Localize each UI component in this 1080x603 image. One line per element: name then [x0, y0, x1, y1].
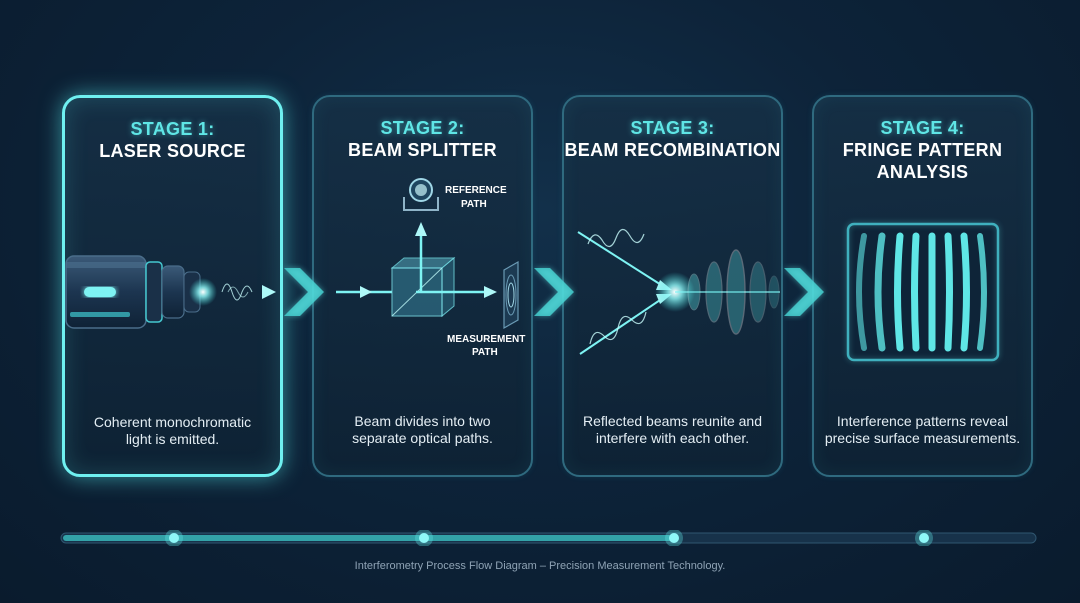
chevron-right-icon	[784, 268, 824, 316]
stage-name: BEAM RECOMBINATION	[564, 140, 781, 160]
measurement-path-label: PATH	[472, 347, 498, 358]
reference-mirror-icon	[403, 178, 439, 211]
stage-name: FRINGE PATTERN ANALYSIS	[842, 140, 1003, 182]
stage-description: Interference patterns reveal precise sur…	[824, 413, 1021, 446]
stage-description: Coherent monochromatic light is emitted.	[93, 414, 252, 447]
measurement-target-icon	[503, 260, 519, 330]
wave-interference-icon	[577, 228, 780, 355]
laser-beam	[205, 283, 300, 301]
reference-path-label: REFERENCE	[445, 185, 507, 196]
progress-timeline	[60, 530, 1037, 546]
stage-number: STAGE 4:	[880, 118, 965, 138]
stage-description: Reflected beams reunite and interfere wi…	[583, 413, 762, 446]
stage-title: STAGE 2: BEAM SPLITTER	[314, 117, 531, 161]
timeline-step-dot	[665, 530, 683, 546]
stage-description: Beam divides into two separate optical p…	[352, 413, 493, 446]
timeline-step-dot	[415, 530, 433, 546]
timeline-progress-fill	[63, 535, 675, 541]
stage-number: STAGE 3:	[630, 118, 715, 138]
reference-path-label: PATH	[461, 199, 487, 210]
diagram-caption: Interferometry Process Flow Diagram – Pr…	[354, 560, 726, 572]
chevron-right-icon	[284, 268, 324, 316]
chevron-right-icon	[534, 268, 574, 316]
timeline-step-dot	[915, 530, 933, 546]
stage-name: BEAM SPLITTER	[348, 140, 497, 160]
timeline-step-dot	[165, 530, 183, 546]
stage-title: STAGE 3: BEAM RECOMBINATION	[564, 117, 781, 161]
stage-number: STAGE 2:	[380, 118, 465, 138]
stage-number: STAGE 1:	[130, 119, 215, 139]
stage-title: STAGE 1: LASER SOURCE	[65, 118, 280, 162]
laser-device-icon	[65, 255, 217, 329]
measurement-path-label: MEASUREMENT	[447, 334, 525, 345]
stage-name: LASER SOURCE	[99, 141, 246, 161]
stage-title: STAGE 4: FRINGE PATTERN ANALYSIS	[814, 117, 1031, 183]
beam-splitter-cube-icon	[336, 222, 497, 318]
fringe-pattern-icon	[846, 222, 1000, 362]
